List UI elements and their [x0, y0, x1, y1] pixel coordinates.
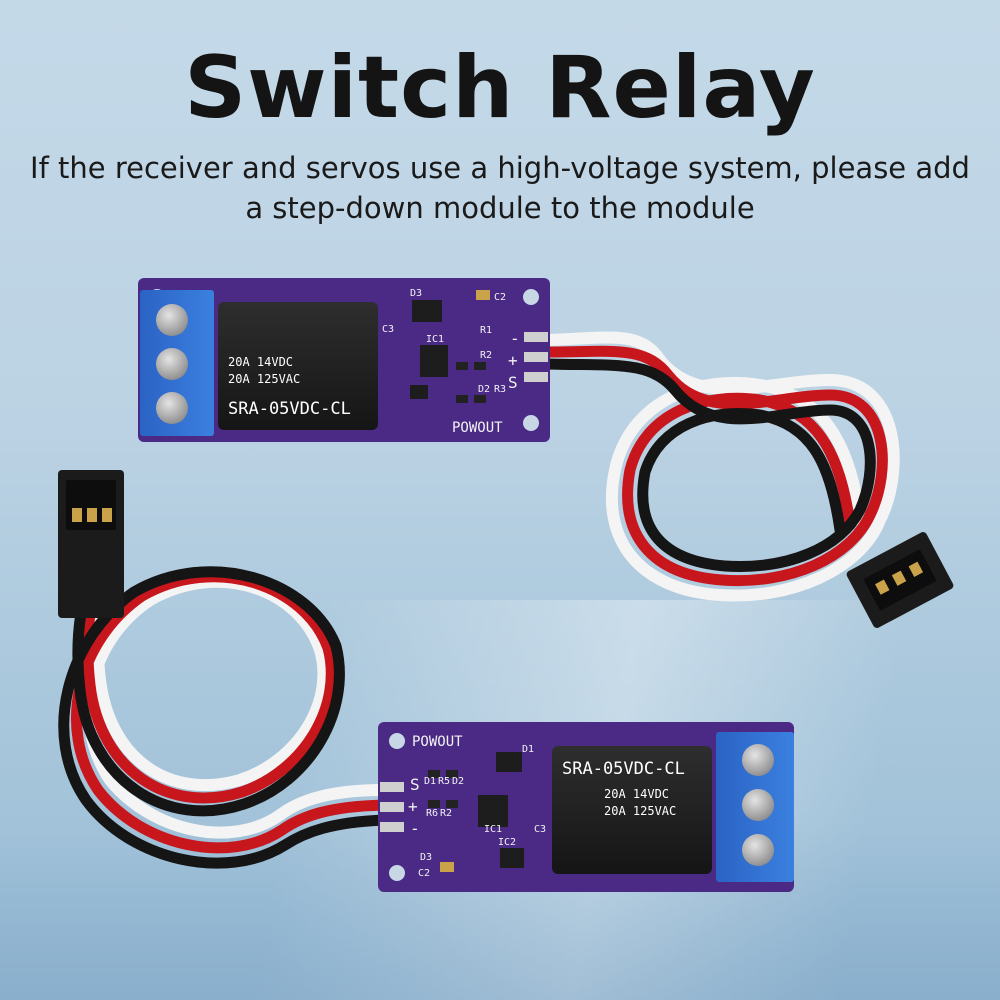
bottom-label-d2: D2	[452, 776, 464, 787]
bottom-label-r5: R5	[438, 776, 450, 787]
top-relay-rating-2: 20A 125VAC	[228, 372, 300, 386]
top-screw-2	[156, 348, 188, 380]
bottom-label-c2: C2	[418, 868, 430, 879]
bottom-pin-plus: +	[408, 797, 418, 816]
bottom-wire-black	[58, 566, 391, 869]
top-capacitor	[476, 290, 490, 300]
top-pin-s: S	[508, 373, 518, 392]
page-subtitle: If the receiver and servos use a high-vo…	[20, 148, 980, 228]
bottom-label-c3: C3	[534, 824, 546, 835]
top-label-d2: D2	[478, 384, 490, 395]
bottom-header-pin-2	[380, 802, 404, 812]
top-resistor-1	[456, 362, 468, 370]
top-relay-module: 20A 14VDC 20A 125VAC SRA-05VDC-CL C2 D3 …	[138, 278, 550, 442]
top-wire-black	[542, 358, 876, 572]
top-header-pin-2	[524, 352, 548, 362]
bottom-pin-minus: -	[410, 819, 420, 838]
top-servo-cable	[542, 331, 900, 602]
top-relay-model: SRA-05VDC-CL	[228, 399, 351, 419]
bottom-servo-cable	[58, 566, 391, 869]
bottom-label-r6: R6	[426, 808, 438, 819]
top-regulator	[412, 300, 442, 322]
bottom-relay	[552, 746, 712, 874]
top-label-r1: R1	[480, 325, 492, 336]
bottom-regulator	[500, 848, 524, 868]
bottom-capacitor	[440, 862, 454, 872]
bottom-header-pin-3	[380, 822, 404, 832]
bottom-relay-model: SRA-05VDC-CL	[562, 759, 685, 779]
bottom-resistor-2	[446, 770, 458, 778]
bottom-relay-rating-1: 20A 14VDC	[604, 787, 669, 801]
top-header-pin-3	[524, 372, 548, 382]
bottom-resistor-3	[428, 800, 440, 808]
top-label-r2: R2	[480, 350, 492, 361]
bottom-resistor-4	[446, 800, 458, 808]
bottom-ic-top	[496, 752, 522, 772]
subtitle-line-1: If the receiver and servos use a high-vo…	[30, 151, 970, 185]
bottom-screw-2	[742, 789, 774, 821]
bottom-label-ic1: IC1	[484, 824, 502, 835]
bottom-label-powout: POWOUT	[412, 734, 463, 750]
subtitle-line-2: a step-down module to the module	[245, 191, 755, 225]
top-relay-rating-1: 20A 14VDC	[228, 355, 293, 369]
top-label-c2: C2	[494, 292, 506, 303]
top-screw-3	[156, 392, 188, 424]
top-pin-plus: +	[508, 351, 518, 370]
top-resistor-3	[456, 395, 468, 403]
top-mount-hole-3	[523, 289, 539, 305]
bottom-screw-1	[742, 744, 774, 776]
bottom-label-r2: R2	[440, 808, 452, 819]
top-label-powout: POWOUT	[452, 420, 503, 436]
top-pin-minus: -	[510, 329, 520, 348]
bottom-label-d1-top: D1	[522, 744, 534, 755]
bottom-relay-module: SRA-05VDC-CL 20A 14VDC 20A 125VAC POWOUT…	[378, 722, 794, 892]
bottom-header-pin-1	[380, 782, 404, 792]
bottom-label-ic2: IC2	[498, 837, 516, 848]
bottom-relay-rating-2: 20A 125VAC	[604, 804, 676, 818]
top-ic1	[420, 345, 448, 377]
top-resistor-4	[474, 395, 486, 403]
top-relay	[218, 302, 378, 430]
top-resistor-2	[474, 362, 486, 370]
top-mount-hole-4	[523, 415, 539, 431]
page-title: Switch Relay	[184, 38, 816, 138]
top-header-pin-1	[524, 332, 548, 342]
bottom-label-d3: D3	[420, 852, 432, 863]
bottom-resistor-1	[428, 770, 440, 778]
top-label-ic1: IC1	[426, 334, 444, 345]
bottom-ic1	[478, 795, 508, 827]
bottom-label-d1: D1	[424, 776, 436, 787]
bottom-mount-hole-2	[389, 865, 405, 881]
bottom-screw-3	[742, 834, 774, 866]
bottom-pin-s: S	[410, 775, 420, 794]
top-wire-red	[542, 345, 888, 587]
top-screw-1	[156, 304, 188, 336]
bottom-servo-connector	[58, 470, 124, 618]
top-label-c3: C3	[382, 324, 394, 335]
top-diode	[410, 385, 428, 399]
bottom-mount-hole-1	[389, 733, 405, 749]
top-label-d3: D3	[410, 288, 422, 299]
top-wire-white	[542, 331, 900, 602]
top-label-r3: R3	[494, 384, 506, 395]
top-servo-connector	[846, 532, 954, 628]
